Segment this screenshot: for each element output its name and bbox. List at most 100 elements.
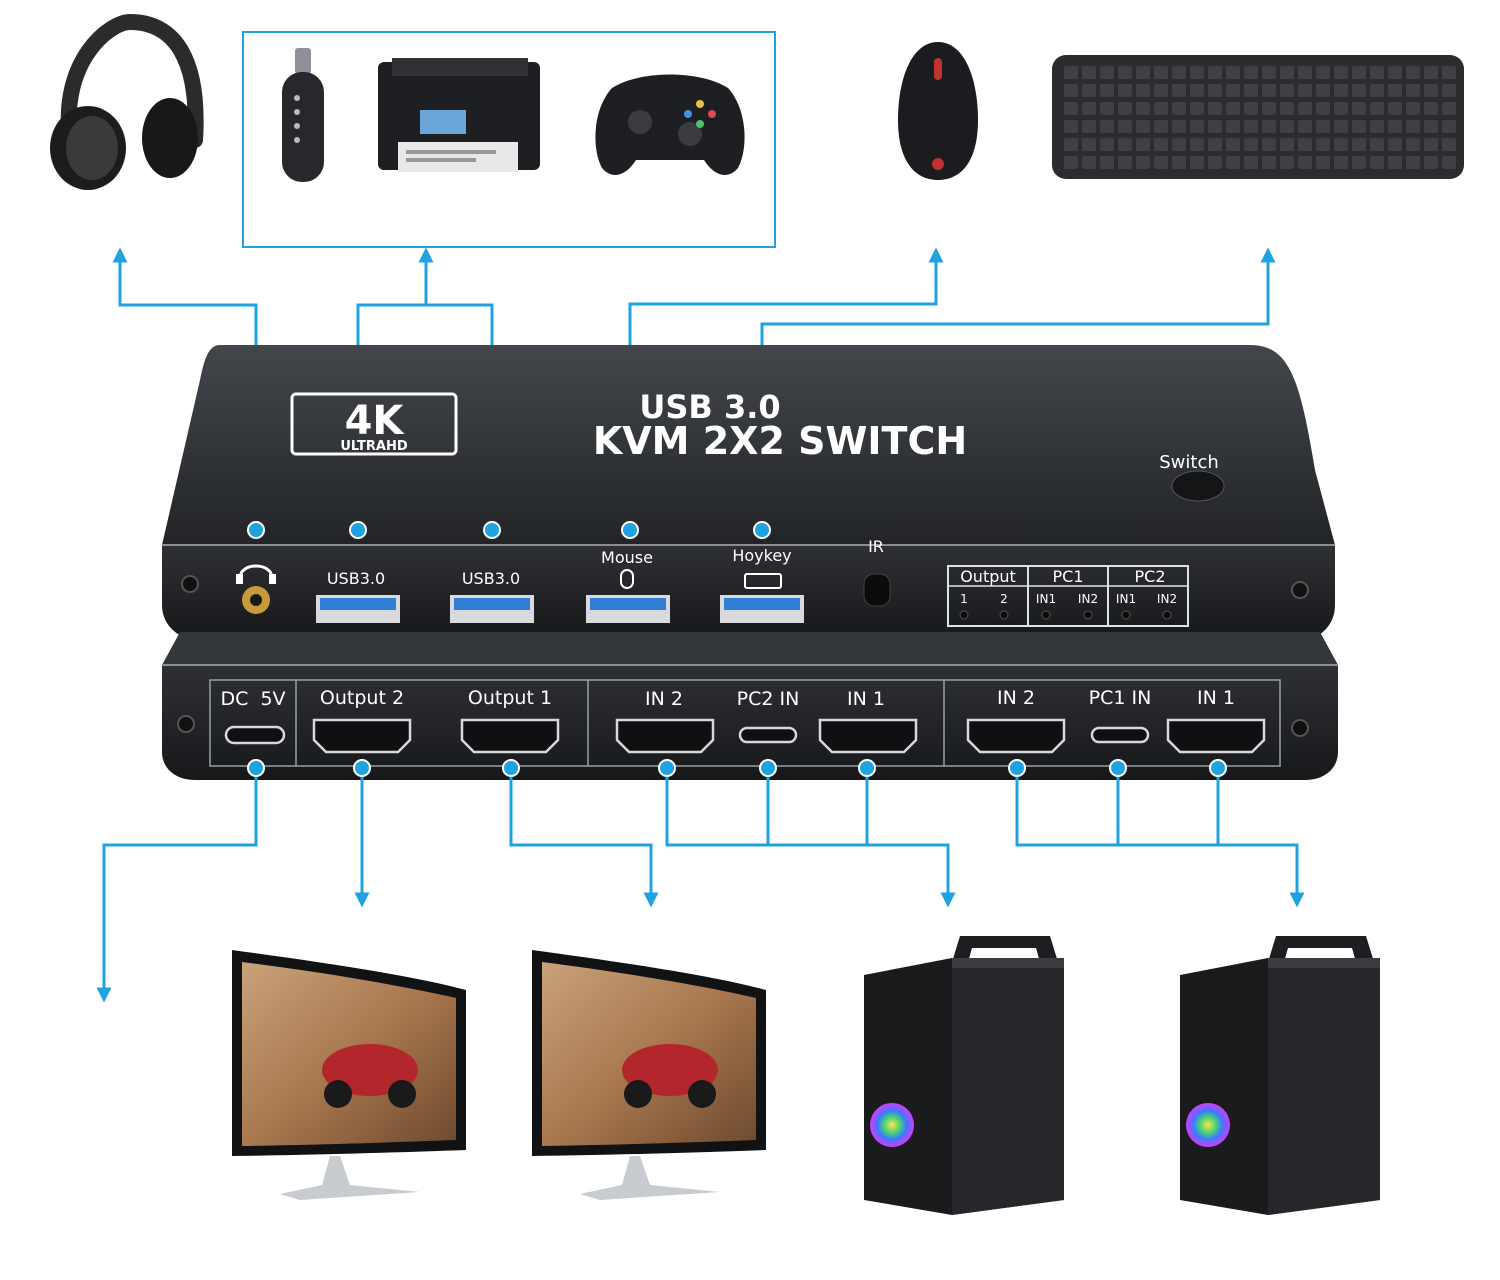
keyboard-key — [1388, 120, 1402, 133]
mouse-icon — [898, 42, 978, 180]
keyboard-key — [1190, 138, 1204, 151]
keyboard-key — [1082, 156, 1096, 169]
keyboard-key — [1388, 138, 1402, 151]
keyboard-key — [1154, 120, 1168, 133]
hdmi-port-output2[interactable] — [312, 718, 412, 754]
keyboard-key — [1388, 156, 1402, 169]
keyboard-key — [1136, 66, 1150, 79]
keyboard-key — [1316, 138, 1330, 151]
keyboard-key — [1064, 84, 1078, 97]
keyboard-key — [1262, 138, 1276, 151]
keyboard-key — [1190, 102, 1204, 115]
pc2-led-in1: IN1 — [1116, 592, 1136, 606]
keyboard-key — [1298, 102, 1312, 115]
hdmi-port-pc2-in1[interactable] — [818, 718, 918, 754]
keyboard-key — [1370, 138, 1384, 151]
keyboard-key — [1316, 102, 1330, 115]
keyboard-key — [1208, 120, 1222, 133]
keyboard-key — [1334, 66, 1348, 79]
keyboard-key — [1316, 84, 1330, 97]
led-dots — [959, 610, 1172, 620]
keyboard-key — [1424, 102, 1438, 115]
screw-icon — [181, 575, 199, 593]
badge-main: 4K — [345, 398, 406, 444]
keyboard-key — [1370, 120, 1384, 133]
usb-port-hotkey[interactable] — [720, 595, 804, 623]
switch-button[interactable] — [1171, 470, 1225, 502]
keyboard-key — [1154, 84, 1168, 97]
keyboard-key — [1244, 120, 1258, 133]
keyboard-key — [1424, 156, 1438, 169]
keyboard-key — [1172, 102, 1186, 115]
usb-port-a[interactable] — [316, 595, 400, 623]
keyboard-key — [1244, 138, 1258, 151]
keyboard-key — [1208, 102, 1222, 115]
keyboard-key — [1280, 120, 1294, 133]
keyboard-key — [1262, 156, 1276, 169]
keyboard-key — [1370, 84, 1384, 97]
keyboard-key — [1226, 102, 1240, 115]
output-led-label: Output — [960, 567, 1016, 586]
keyboard-key — [1280, 84, 1294, 97]
keyboard-key — [1208, 138, 1222, 151]
keyboard-key — [1154, 66, 1168, 79]
pc2-in-label: PC2 IN — [737, 688, 800, 710]
keyboard-key — [1100, 156, 1114, 169]
keyboard-key — [1082, 66, 1096, 79]
usb-c-port-pc2[interactable] — [738, 726, 798, 744]
usb-port-b[interactable] — [450, 595, 534, 623]
hdmi-port-pc1-in1[interactable] — [1166, 718, 1266, 754]
keyboard-key — [1298, 138, 1312, 151]
keyboard-key — [1370, 66, 1384, 79]
device-title-line1: USB 3.0 — [639, 388, 780, 426]
keyboard-key — [1442, 156, 1456, 169]
keyboard-key — [1298, 84, 1312, 97]
keyboard-key — [1154, 102, 1168, 115]
bottom-connector-lines — [96, 768, 1305, 1003]
pc2-led-in2: IN2 — [1157, 592, 1177, 606]
screw-icon — [177, 715, 195, 733]
pc1-led-in1: IN1 — [1036, 592, 1056, 606]
keyboard-key — [1082, 84, 1096, 97]
usb-c-port[interactable] — [224, 725, 286, 745]
keyboard-key — [1172, 66, 1186, 79]
keyboard-key — [1370, 156, 1384, 169]
keyboard-small-icon — [744, 573, 782, 589]
keyboard-key — [1262, 66, 1276, 79]
output2-label: Output 2 — [320, 687, 404, 709]
keyboard-key — [1334, 84, 1348, 97]
hotkey-port-label: Hoykey — [732, 546, 791, 565]
keyboard-key — [1424, 84, 1438, 97]
keyboard-key — [1172, 156, 1186, 169]
keyboard-key — [1082, 120, 1096, 133]
keyboard-key — [1118, 84, 1132, 97]
keyboard-key — [1262, 102, 1276, 115]
keyboard-key — [1352, 138, 1366, 151]
hdmi-port-pc1-in2[interactable] — [966, 718, 1066, 754]
audio-jack-port[interactable] — [236, 564, 276, 614]
keyboard-key — [1388, 84, 1402, 97]
keyboard-key — [1406, 66, 1420, 79]
keyboard-key — [1424, 138, 1438, 151]
pc2-led-label: PC2 — [1135, 567, 1166, 586]
usb-c-port-pc1[interactable] — [1090, 726, 1150, 744]
indicator-panel — [947, 565, 1189, 627]
output1-label: Output 1 — [468, 687, 552, 709]
screw-icon — [1291, 719, 1309, 737]
keyboard-key — [1334, 156, 1348, 169]
keyboard-key — [1406, 102, 1420, 115]
pc1-in-label: PC1 IN — [1089, 687, 1152, 709]
usb-port-mouse[interactable] — [586, 595, 670, 623]
keyboard-key — [1064, 156, 1078, 169]
hdmi-port-output1[interactable] — [460, 718, 560, 754]
keyboard-key — [1316, 120, 1330, 133]
headphones-icon — [50, 13, 204, 190]
keyboard-key — [1442, 120, 1456, 133]
hdmi-port-pc2-in2[interactable] — [615, 718, 715, 754]
keyboard-key — [1136, 138, 1150, 151]
keyboard-key — [1406, 84, 1420, 97]
keyboard-key — [1118, 102, 1132, 115]
keyboard-key — [1118, 138, 1132, 151]
keyboard-key — [1100, 120, 1114, 133]
